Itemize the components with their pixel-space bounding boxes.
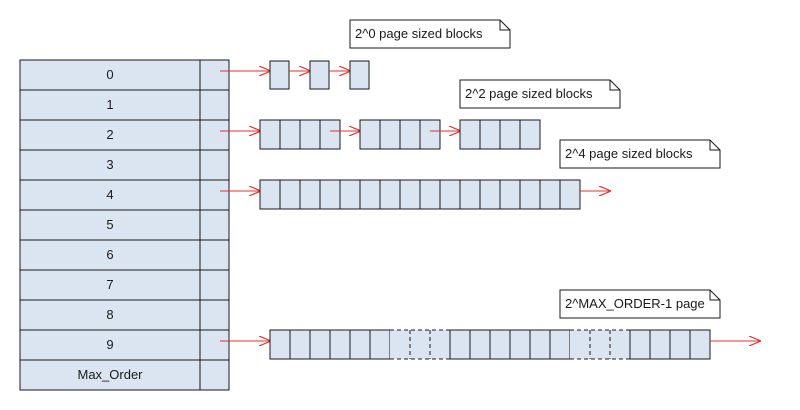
free-area-table: 0 1 2 3 4 5 6	[19, 59, 230, 391]
table-row-5: 5	[19, 209, 230, 241]
table-row-8: 8	[19, 299, 230, 331]
page-block-group	[269, 329, 711, 360]
row-label: 2	[106, 127, 113, 142]
table-row-0: 0	[19, 59, 230, 91]
table-row-max-order: Max_Order	[19, 359, 230, 391]
note-order-0: 2^0 page sized blocks	[349, 19, 511, 49]
page-block	[349, 60, 370, 90]
note-max-order: 2^MAX_ORDER-1 page	[559, 289, 721, 319]
table-row-2: 2	[19, 119, 230, 151]
order-9-block-chain	[220, 329, 760, 360]
row-label: 3	[106, 157, 113, 172]
page-block	[269, 60, 290, 90]
order-4-block-chain	[220, 179, 610, 210]
note-label: 2^0 page sized blocks	[355, 26, 483, 41]
table-row-9: 9	[19, 329, 230, 361]
page-block-group	[359, 119, 441, 150]
row-label: 7	[106, 277, 113, 292]
elided-pages	[570, 329, 630, 360]
page-block-group	[259, 179, 581, 210]
table-row-6: 6	[19, 239, 230, 271]
page-block-group	[259, 119, 341, 150]
row-label: 1	[106, 97, 113, 112]
table-row-7: 7	[19, 269, 230, 301]
row-label: 8	[106, 307, 113, 322]
note-label: 2^2 page sized blocks	[465, 86, 593, 101]
row-label: 0	[106, 67, 113, 82]
row-label: 4	[106, 187, 113, 202]
table-row-4: 4	[19, 179, 230, 211]
page-block	[309, 60, 330, 90]
order-0-block-chain	[220, 60, 370, 90]
row-label: 6	[106, 247, 113, 262]
note-order-4: 2^4 page sized blocks	[559, 139, 721, 169]
row-label: 9	[106, 337, 113, 352]
note-order-2: 2^2 page sized blocks	[459, 79, 621, 109]
row-label: Max_Order	[77, 367, 143, 382]
elided-pages	[390, 329, 450, 360]
note-label: 2^4 page sized blocks	[565, 146, 693, 161]
table-row-3: 3	[19, 149, 230, 181]
row-label: 5	[106, 217, 113, 232]
page-block-group	[459, 119, 541, 150]
note-label: 2^MAX_ORDER-1 page	[565, 296, 705, 311]
order-2-block-chain	[220, 119, 541, 150]
table-row-1: 1	[19, 89, 230, 121]
